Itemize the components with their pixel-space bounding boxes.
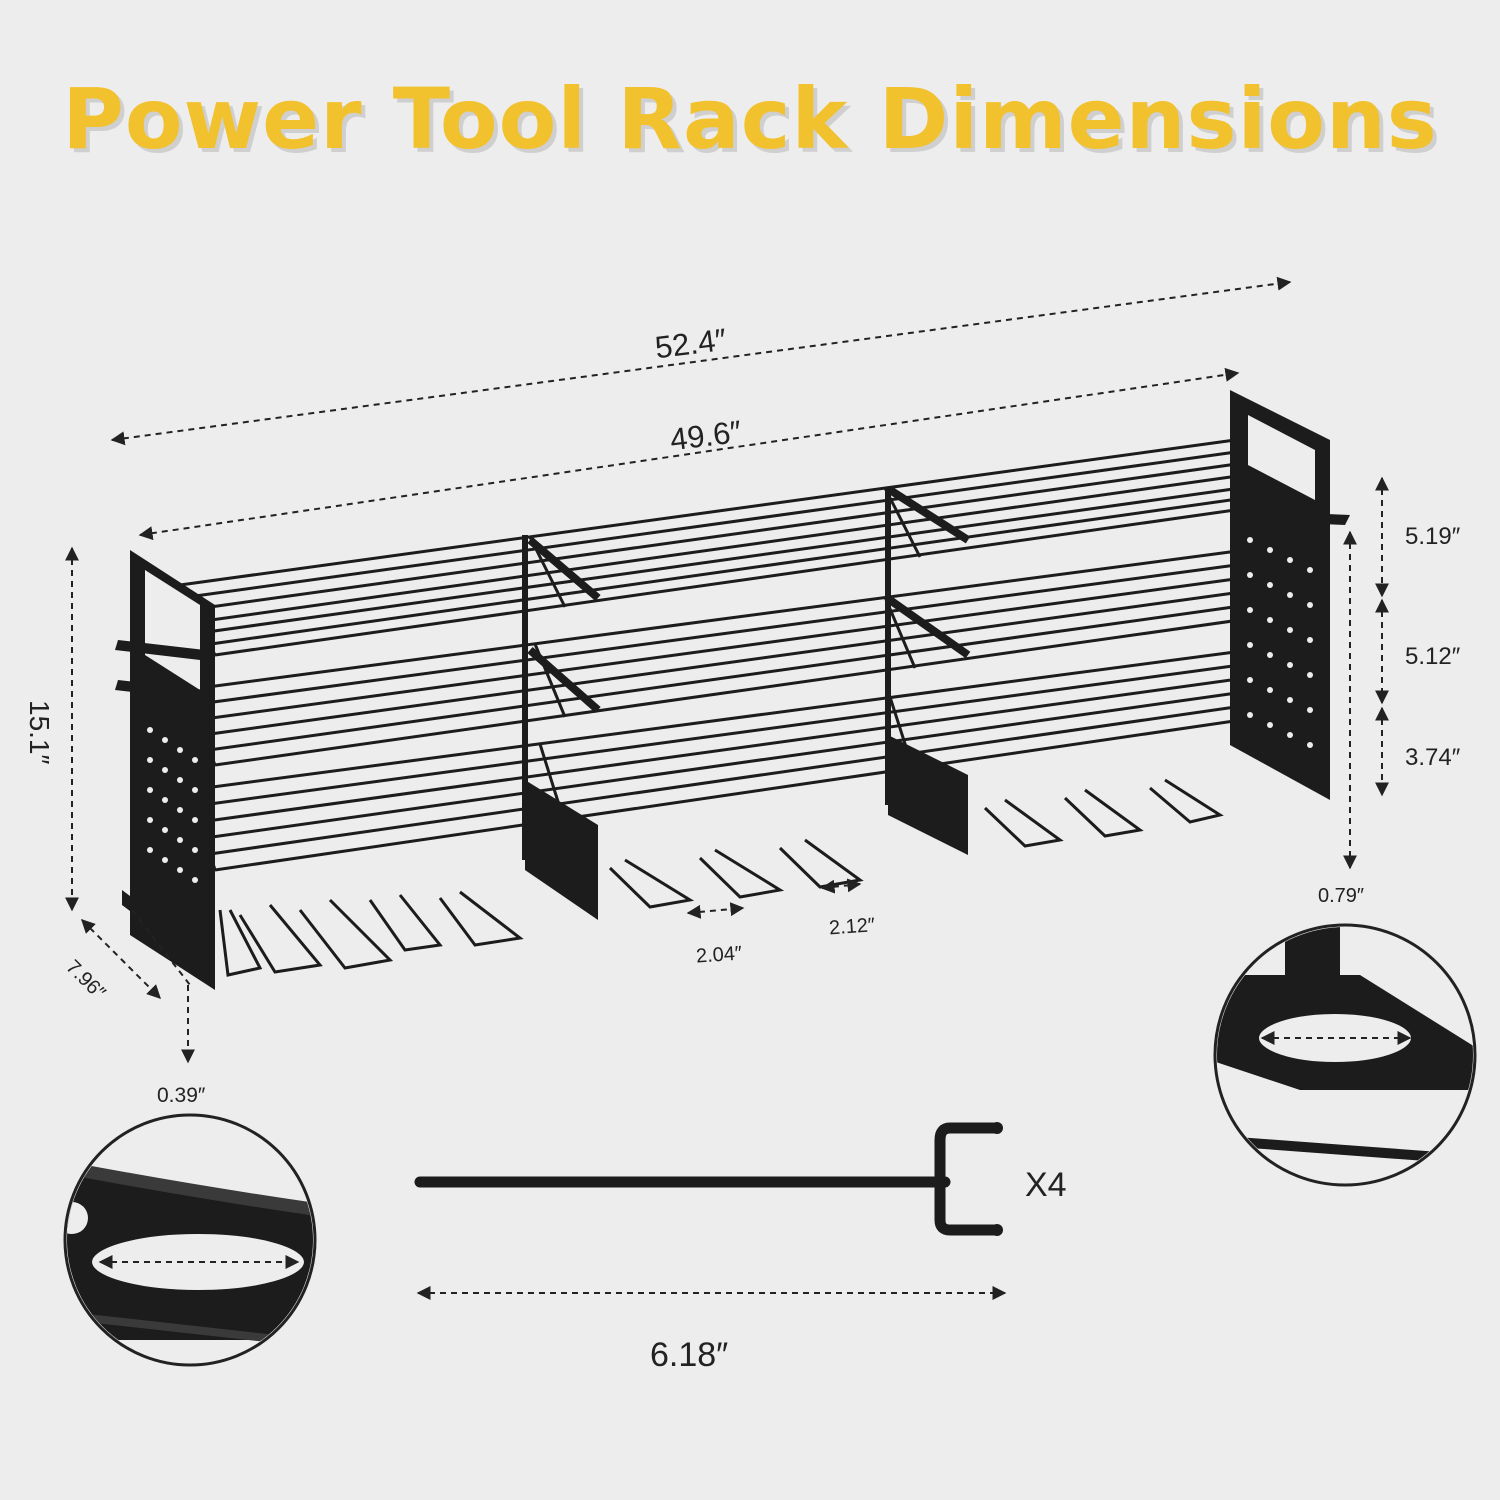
page-title: Power Tool Rack Dimensions <box>62 70 1438 168</box>
dim-line-shelf-length <box>138 367 1240 541</box>
label-slot-b: 2.12″ <box>828 914 875 939</box>
label-tier-middle: 5.12″ <box>1405 643 1461 670</box>
hook-illustration: X4 <box>414 1122 1067 1236</box>
label-tier-top: 5.19″ <box>1405 523 1461 550</box>
label-bottom-clearance: 0.79″ <box>1318 885 1364 907</box>
label-slot-a: 2.04″ <box>695 942 742 967</box>
dim-line-slot-a <box>686 902 745 919</box>
label-height: 15.1″ <box>24 700 55 764</box>
rack-illustration <box>115 390 1350 990</box>
tool-slots <box>218 778 1224 977</box>
label-tier-bottom: 3.74″ <box>1405 744 1461 771</box>
right-side-panel <box>1230 390 1350 800</box>
label-shelf-length: 49.6″ <box>668 414 743 457</box>
zoom-detail-left <box>63 1113 317 1367</box>
dim-line-foot-guide <box>131 909 191 986</box>
label-depth: 7.96″ <box>61 956 109 1004</box>
label-overall-length: 52.4″ <box>653 322 728 365</box>
zoom-detail-right <box>1213 923 1477 1187</box>
label-foot-thickness: 0.39″ <box>157 1084 206 1107</box>
divider-plates <box>525 735 968 920</box>
left-side-panel <box>115 550 215 990</box>
dimension-lines <box>65 276 1389 1300</box>
dim-line-overall-length <box>110 276 1292 446</box>
dim-line-depth <box>81 919 161 999</box>
shelf-grid-top <box>178 438 1272 657</box>
hook-quantity: X4 <box>1025 1166 1067 1204</box>
label-hook-length: 6.18″ <box>650 1336 728 1374</box>
